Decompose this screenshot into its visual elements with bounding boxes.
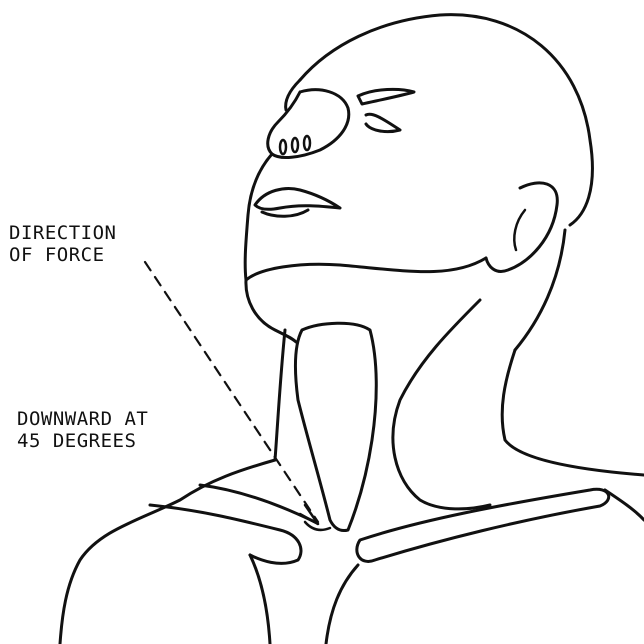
left-shoulder (60, 460, 275, 644)
upper-lip (255, 189, 340, 210)
downward-angle-label: DOWNWARD AT 45 DEGREES (17, 408, 148, 452)
right-clavicle (357, 489, 609, 561)
force-direction-line (145, 262, 318, 522)
neck-muscle (393, 300, 490, 509)
lower-lip (262, 210, 308, 216)
nostril-2 (292, 138, 298, 152)
left-deltoid (150, 505, 301, 563)
downward-line-2: 45 DEGREES (17, 430, 148, 452)
direction-line-1: DIRECTION (9, 222, 116, 244)
eye (366, 114, 400, 131)
chest-line (326, 565, 358, 644)
nostril-1 (280, 140, 286, 154)
direction-of-force-label: DIRECTION OF FORCE (9, 222, 116, 266)
nostril-3 (304, 136, 310, 150)
back-neck (502, 350, 644, 475)
head-outline (300, 15, 592, 225)
jaw-line (246, 258, 486, 280)
right-shoulder (605, 490, 644, 520)
left-arm-inner (250, 555, 270, 644)
trachea (295, 323, 376, 530)
under-jaw (246, 280, 296, 342)
ear (486, 183, 557, 272)
left-neck-side (275, 330, 285, 460)
eyebrow (358, 89, 414, 104)
direction-line-2: OF FORCE (9, 244, 116, 266)
downward-line-1: DOWNWARD AT (17, 408, 148, 430)
ear-inner (514, 210, 525, 250)
face-profile (245, 154, 272, 280)
